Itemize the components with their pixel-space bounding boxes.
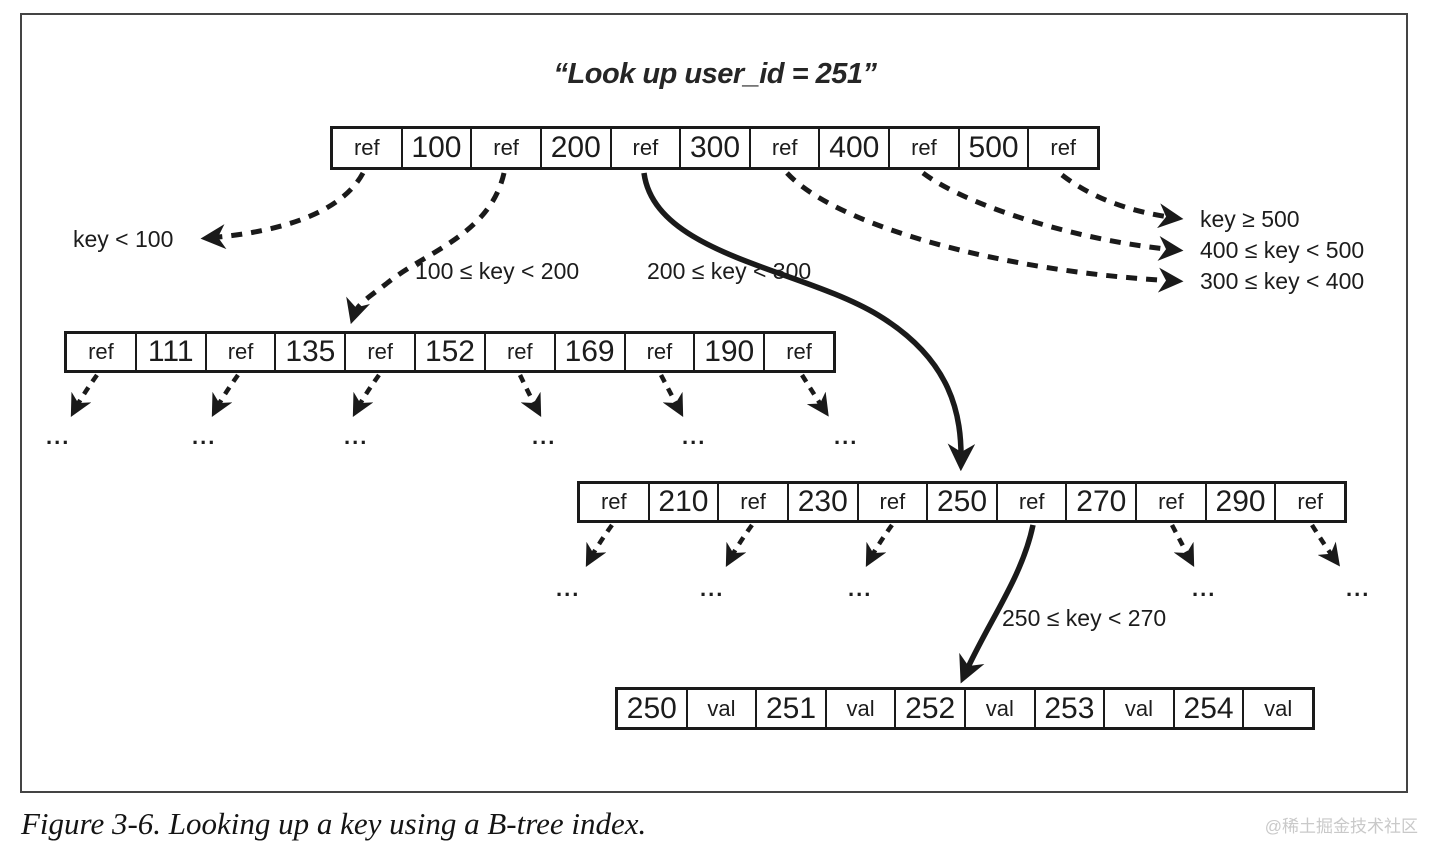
node-cell: 100	[400, 129, 471, 167]
node-cell: 135	[274, 334, 344, 370]
node-cell: 500	[957, 129, 1028, 167]
node-cell: ref	[1274, 484, 1344, 520]
node-cell: ref	[88, 339, 114, 364]
node-cell: 254	[1172, 690, 1243, 727]
node-cell: 251	[755, 690, 825, 727]
node-cell: 290	[1204, 484, 1275, 520]
node-cell: ref	[1027, 129, 1097, 167]
node-cell: 250	[926, 484, 996, 520]
node-cell: 210	[647, 484, 718, 520]
ellipsis-dots: ...	[1346, 576, 1371, 601]
node-cell: 111	[134, 334, 205, 370]
node-cell: ref	[748, 129, 819, 167]
node-cell: 400	[818, 129, 888, 167]
figure-caption: Figure 3-6. Looking up a key using a B-t…	[21, 806, 647, 841]
node-cell: ref	[763, 334, 833, 370]
ellipsis-dots: ...	[532, 424, 557, 449]
node-cell: 200	[539, 129, 610, 167]
node-cell: 300	[679, 129, 749, 167]
node-cell: ref	[204, 334, 275, 370]
lookup-query-title: “Look up user_id = 251”	[553, 58, 877, 90]
node-cell: 230	[786, 484, 857, 520]
node-cell: ref	[470, 129, 540, 167]
ellipsis-dots: ...	[834, 424, 859, 449]
node-cell: ref	[623, 334, 694, 370]
node-cell: 253	[1033, 690, 1104, 727]
ellipsis-dots: ...	[682, 424, 707, 449]
node-cell: ref	[600, 489, 627, 514]
node-cell: 270	[1065, 484, 1135, 520]
ellipsis-dots: ...	[344, 424, 369, 449]
ellipsis-dots: ...	[46, 424, 71, 449]
node-cell: ref	[353, 135, 380, 160]
node-cell: val	[685, 690, 756, 727]
label-400-500: 400 ≤ key < 500	[1200, 237, 1365, 263]
ellipsis-dots: ...	[1192, 576, 1217, 601]
label-200-300: 200 ≤ key < 300	[647, 258, 812, 284]
ellipsis-dots: ...	[192, 424, 217, 449]
node-cell: 169	[553, 334, 624, 370]
node-cell: 250	[626, 691, 677, 725]
label-key-lt-100: key < 100	[73, 226, 174, 252]
node-cell: ref	[717, 484, 787, 520]
node-cell: val	[1103, 690, 1173, 727]
node-cell: ref	[1135, 484, 1205, 520]
label-300-400: 300 ≤ key < 400	[1200, 268, 1365, 294]
node-cell: val	[963, 690, 1034, 727]
node-cell: ref	[856, 484, 927, 520]
node-cell: 252	[894, 690, 964, 727]
node-cell: ref	[609, 129, 680, 167]
node-cell: val	[824, 690, 895, 727]
node-cell: 152	[414, 334, 484, 370]
label-key-ge-500: key ≥ 500	[1200, 206, 1300, 232]
node-cell: val	[1242, 690, 1312, 727]
node-cell: ref	[888, 129, 958, 167]
node-cell: ref	[483, 334, 554, 370]
watermark-text: @稀土掘金技术社区	[1264, 817, 1418, 836]
label-100-200: 100 ≤ key < 200	[415, 258, 580, 284]
ellipsis-dots: ...	[556, 576, 581, 601]
label-250-270: 250 ≤ key < 270	[1002, 605, 1167, 631]
ellipsis-dots: ...	[848, 576, 873, 601]
node-cell: 190	[693, 334, 763, 370]
node-cell: ref	[344, 334, 414, 370]
node-cell: ref	[995, 484, 1066, 520]
ellipsis-dots: ...	[700, 576, 725, 601]
